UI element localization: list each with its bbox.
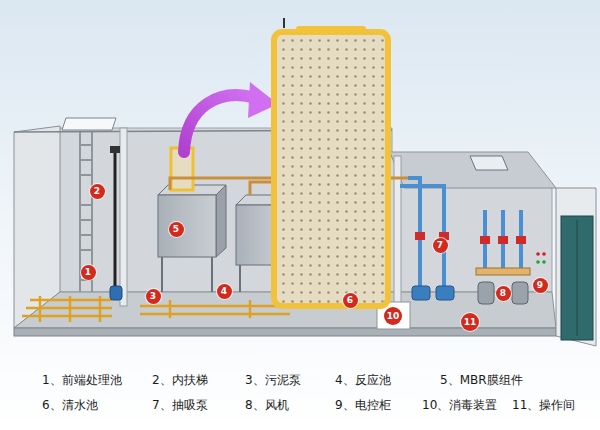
membrane-tank	[158, 185, 226, 292]
part-name: 1、前端处理池	[42, 373, 122, 387]
roof-panel	[390, 152, 556, 188]
callout-number: 1	[81, 265, 96, 280]
membrane-panel	[274, 32, 388, 306]
air-manifold	[476, 268, 530, 275]
callout-number: 7	[433, 238, 448, 253]
callout-number: 3	[146, 289, 161, 304]
part-name: 10、消毒装置	[422, 398, 497, 412]
part-name: 11、操作间	[512, 398, 575, 412]
part-name: 5、MBR膜组件	[440, 373, 523, 387]
end-panel	[556, 188, 596, 346]
zoom-arrow	[184, 95, 256, 152]
callout-number: 11	[461, 313, 479, 331]
part-name: 6、清水池	[42, 398, 98, 412]
sludge-pump	[110, 286, 122, 300]
valve	[110, 146, 120, 153]
sludge-pipe	[114, 150, 117, 290]
panel-hook	[283, 18, 285, 28]
top-hatch	[62, 118, 116, 130]
callout-number: 4	[217, 284, 232, 299]
door-line	[577, 220, 578, 336]
callout-number: 2	[90, 184, 105, 199]
suction-pumps	[412, 286, 454, 300]
callout-number: 8	[496, 286, 511, 301]
callout-number: 10	[384, 307, 402, 325]
callout-number: 9	[533, 278, 548, 293]
part-name: 9、电控柜	[335, 398, 391, 412]
part-name: 2、内扶梯	[152, 373, 208, 387]
door	[561, 216, 593, 340]
callout-number: 5	[169, 222, 184, 237]
cabinet-lights	[536, 252, 546, 264]
valves	[415, 232, 526, 244]
part-name: 4、反应池	[335, 373, 391, 387]
roof-hatch	[470, 156, 508, 170]
callout-number: 6	[343, 293, 358, 308]
partition-wall	[120, 128, 127, 306]
panel-handle	[296, 26, 366, 35]
part-name: 3、污泥泵	[245, 373, 301, 387]
blowers	[478, 282, 528, 304]
part-name: 7、抽吸泵	[152, 398, 208, 412]
part-name: 8、风机	[245, 398, 289, 412]
